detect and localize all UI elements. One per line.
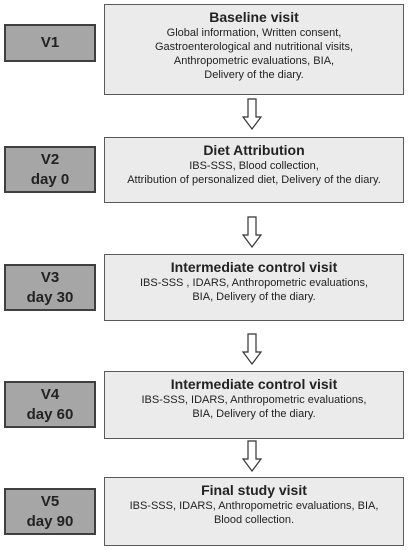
visit-title: Intermediate control visit: [170, 259, 338, 275]
visit-label-v5: V5 day 90: [4, 488, 96, 535]
visit-detail-line: Anthropometric evaluations, BIA,: [173, 55, 335, 67]
visit-code: V3: [40, 268, 60, 286]
visit-detail-line: BIA, Delivery of the diary.: [192, 408, 316, 420]
visit-detail-line: IBS-SSS, IDARS, Anthropometric evaluatio…: [141, 394, 367, 406]
visit-detail-line: Attribution of personalized diet, Delive…: [127, 174, 381, 186]
visit-title: Diet Attribution: [203, 142, 305, 158]
visit-detail-line: Delivery of the diary.: [204, 69, 304, 81]
visit-code: V5: [40, 492, 60, 510]
visit-day: day 30: [26, 288, 74, 306]
visit-box-baseline: Baseline visit Global information, Writt…: [104, 4, 404, 95]
visit-label-v4: V4 day 60: [4, 381, 96, 428]
visit-day: day 0: [30, 170, 70, 188]
visit-detail-line: IBS-SSS , IDARS, Anthropometric evaluati…: [139, 277, 369, 289]
visit-detail-line: IBS-SSS, IDARS, Anthropometric evaluatio…: [129, 500, 379, 512]
visit-box-intermediate-control-2: Intermediate control visit IBS-SSS, IDAR…: [104, 371, 404, 439]
visit-label-v1: V1: [4, 24, 96, 62]
down-arrow-icon: [242, 216, 262, 248]
down-arrow-icon: [242, 333, 262, 365]
visit-day: day 60: [26, 405, 74, 423]
visit-code: V4: [40, 385, 60, 403]
visit-title: Intermediate control visit: [170, 376, 338, 392]
visit-title: Final study visit: [201, 482, 307, 498]
visit-detail-line: Gastroenterological and nutritional visi…: [154, 41, 354, 53]
visit-box-final-study: Final study visit IBS-SSS, IDARS, Anthro…: [104, 477, 404, 546]
visit-day: day 90: [26, 512, 74, 530]
visit-detail-line: Global information, Written consent,: [166, 27, 342, 39]
down-arrow-icon: [242, 98, 262, 130]
visit-detail-line: BIA, Delivery of the diary.: [192, 291, 316, 303]
visit-code: V1: [40, 34, 60, 51]
visit-box-intermediate-control-1: Intermediate control visit IBS-SSS , IDA…: [104, 254, 404, 321]
down-arrow-icon: [242, 440, 262, 472]
visit-label-v2: V2 day 0: [4, 146, 96, 193]
visit-title: Baseline visit: [209, 9, 299, 25]
visit-label-v3: V3 day 30: [4, 264, 96, 311]
visit-box-diet-attribution: Diet Attribution IBS-SSS, Blood collecti…: [104, 137, 404, 203]
visit-detail-line: IBS-SSS, Blood collection,: [189, 160, 319, 172]
visit-detail-line: Blood collection.: [213, 514, 295, 526]
visit-code: V2: [40, 150, 60, 168]
